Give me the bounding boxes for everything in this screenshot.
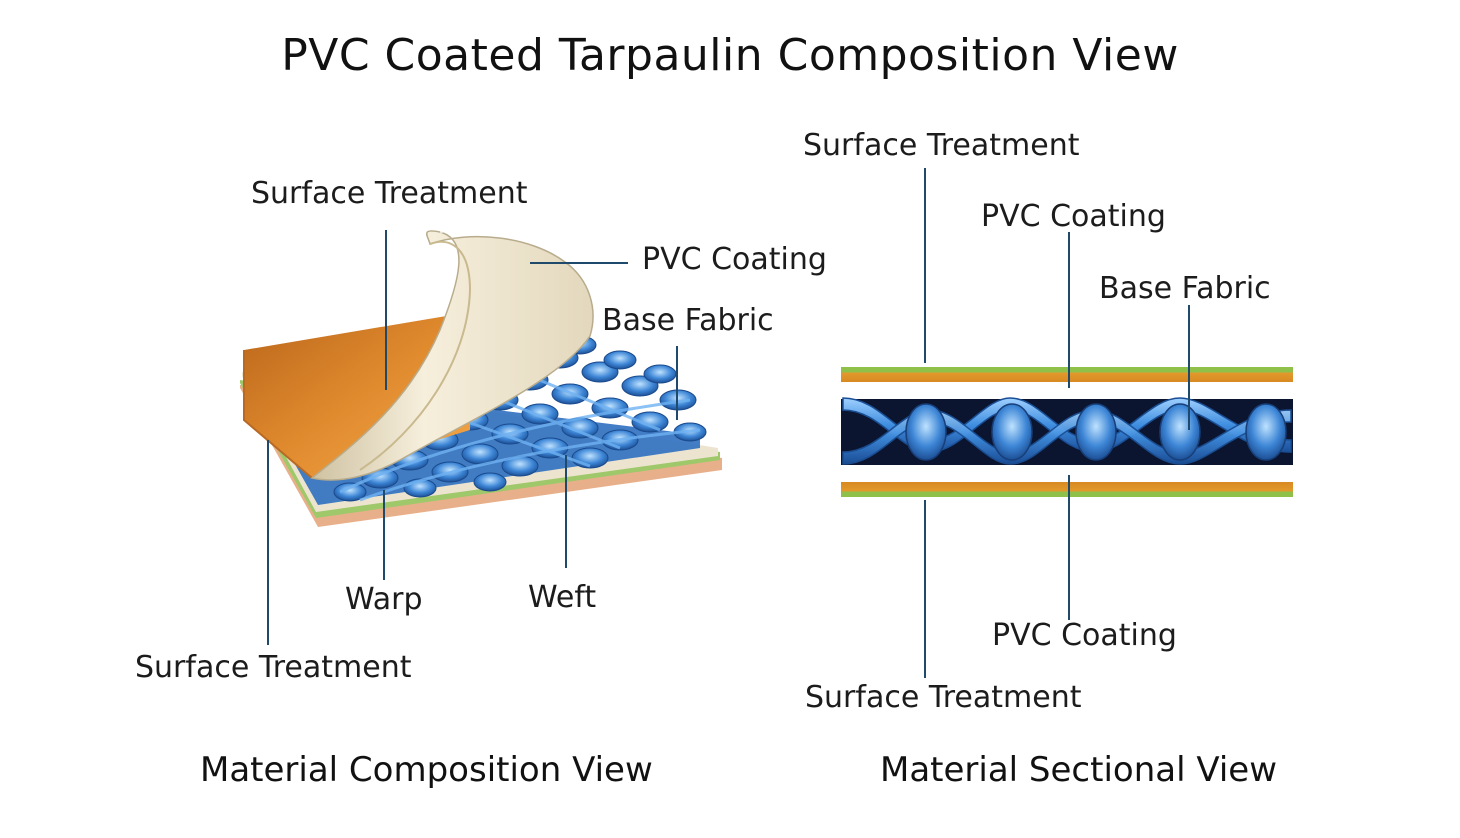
section-label-pvc-coating-bottom: PVC Coating: [992, 618, 1177, 653]
caption-composition-view: Material Composition View: [200, 750, 653, 790]
sectional-illustration: [841, 367, 1293, 497]
sectional-leader-lines: [924, 168, 1190, 678]
section-label-surface-treatment-top: Surface Treatment: [803, 128, 1080, 163]
pvc-coating-curl: [310, 230, 594, 481]
caption-sectional-view: Material Sectional View: [880, 750, 1278, 790]
section-label-base-fabric: Base Fabric: [1099, 271, 1271, 306]
label-warp: Warp: [345, 582, 423, 617]
label-base-fabric: Base Fabric: [602, 303, 774, 338]
label-surface-treatment-bottom: Surface Treatment: [135, 650, 412, 685]
label-weft: Weft: [528, 580, 597, 615]
section-label-pvc-coating-top: PVC Coating: [981, 199, 1166, 234]
top-layer-band: [841, 367, 1293, 382]
section-label-surface-treatment-bottom: Surface Treatment: [805, 680, 1082, 715]
bottom-layer-band: [841, 482, 1293, 497]
fabric-weave: [842, 397, 1292, 465]
page-title: PVC Coated Tarpaulin Composition View: [281, 30, 1179, 81]
composition-leader-lines: [267, 230, 678, 645]
label-surface-treatment-top: Surface Treatment: [251, 176, 528, 211]
fabric-yarn-crosssections: [905, 403, 1287, 461]
composition-illustration: [240, 225, 722, 527]
label-pvc-coating: PVC Coating: [642, 242, 827, 277]
